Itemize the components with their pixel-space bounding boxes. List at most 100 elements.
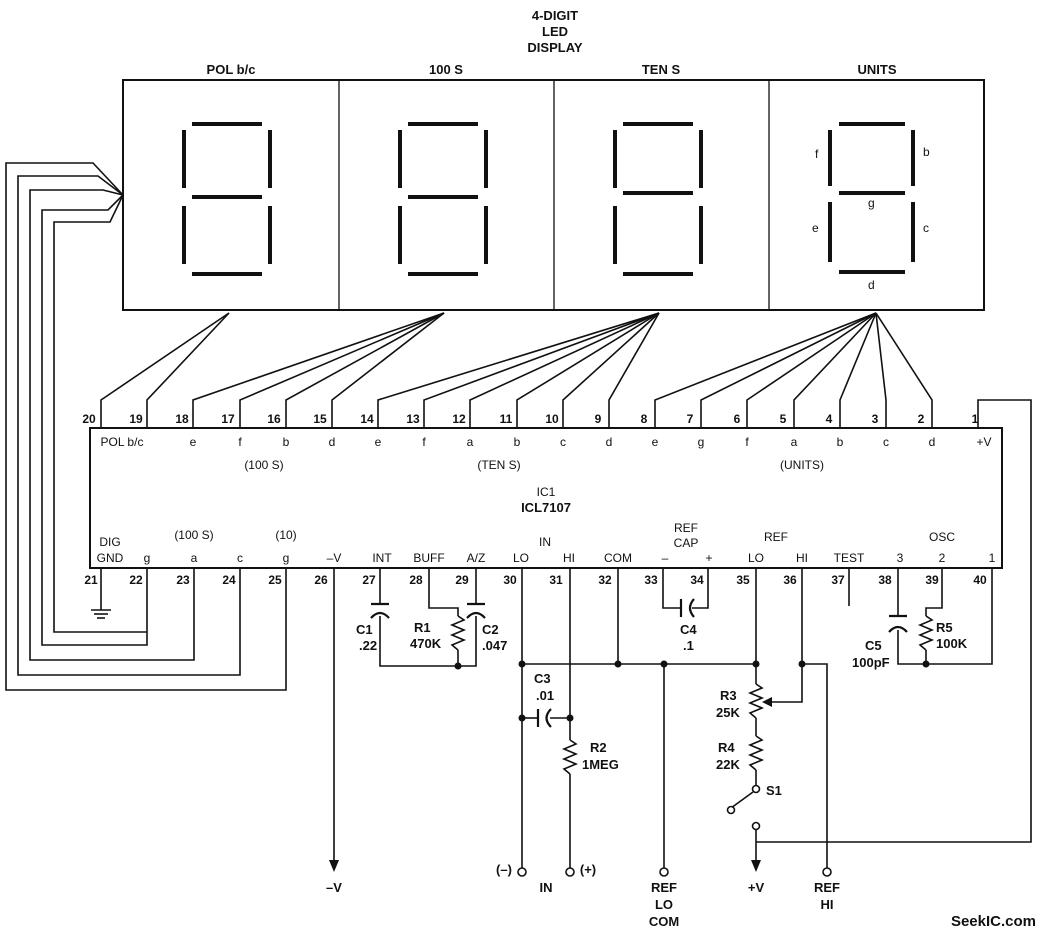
pin-number: 16 [267, 412, 281, 426]
ic-body [89, 427, 1003, 569]
pin-name: a [467, 435, 474, 449]
bottom-pin-names: DIG GND g a c g –V INT BUFF A/Z LO HI CO… [97, 535, 996, 565]
value-r3: 25K [716, 705, 740, 720]
pin-name: c [237, 551, 243, 565]
label-c4: C4 [680, 622, 697, 637]
digit-label-pol: POL b/c [207, 62, 256, 77]
pin-name: +V [976, 435, 991, 449]
pin-name: GND [97, 551, 124, 565]
pin-number: 32 [598, 573, 612, 587]
pin-name: b [837, 435, 844, 449]
group-label: (100 S) [174, 528, 213, 542]
pin-number: 10 [545, 412, 559, 426]
group-label: OSC [929, 530, 955, 544]
pin-name: c [883, 435, 889, 449]
pin-number: 40 [973, 573, 987, 587]
group-label: REF [764, 530, 788, 544]
pin-name: + [705, 551, 712, 565]
resistor-r5 [917, 615, 935, 651]
digit-label-hundreds: 100 S [429, 62, 463, 77]
pin-name: BUFF [413, 551, 444, 565]
pin-name: f [422, 435, 426, 449]
pin-number: 11 [500, 412, 513, 426]
left-side-wires [5, 162, 287, 691]
pin-number: 34 [690, 573, 704, 587]
pin-number: 27 [362, 573, 376, 587]
resistor-r1 [449, 615, 467, 651]
pin-number: 14 [360, 412, 374, 426]
display-bus-wires [100, 312, 1032, 843]
pin-number: 25 [268, 573, 282, 587]
pin-name: f [745, 435, 749, 449]
negative-v-arrow-icon [329, 860, 339, 872]
terminal-circles [517, 867, 832, 877]
ground-icon [91, 609, 111, 619]
capacitor-c1 [370, 602, 390, 619]
display-title-line-1: 4-DIGIT [532, 8, 578, 23]
value-c5: 100pF [852, 655, 890, 670]
pin-name: 3 [897, 551, 904, 565]
pin-number: 5 [780, 412, 787, 426]
terminal-in-minus: (–) [496, 862, 512, 877]
pin-name: a [191, 551, 198, 565]
terminal-pos-v: +V [748, 880, 765, 895]
label-r3: R3 [720, 688, 737, 703]
component-labels: C1 .22 R1 470K C2 .047 C3 .01 R2 1MEG C4… [356, 620, 968, 798]
capacitor-c5 [888, 614, 908, 633]
capacitor-c4 [679, 598, 695, 618]
pin-name: TEST [834, 551, 865, 565]
display-title-line-2: LED [542, 24, 568, 39]
segment-label-e: e [812, 221, 819, 235]
pin-name: LO [748, 551, 764, 565]
pin-number: 30 [503, 573, 517, 587]
pin-number: 38 [878, 573, 892, 587]
label-c2: C2 [482, 622, 499, 637]
group-label: (UNITS) [780, 458, 824, 472]
pin-number: 17 [221, 412, 235, 426]
pin-number: 39 [925, 573, 939, 587]
segment-label-b: b [923, 145, 930, 159]
terminal-labels: –V (–) (+) IN REF LO COM +V REF HI [326, 862, 840, 929]
segment-label-f: f [815, 147, 819, 161]
capacitor-c3 [536, 708, 552, 728]
group-label: REF [674, 521, 698, 535]
display-title-line-3: DISPLAY [527, 40, 582, 55]
pin-name: d [606, 435, 613, 449]
pin-name: DIG [99, 535, 120, 549]
terminal-ref-hi-1: REF [814, 880, 840, 895]
pin-number: 24 [222, 573, 236, 587]
pin-name: LO [513, 551, 529, 565]
pin-number: 37 [831, 573, 845, 587]
junction-dots [454, 660, 930, 722]
capacitor-c2 [466, 602, 486, 619]
digit-hundreds [398, 122, 488, 276]
pin-number: 26 [314, 573, 328, 587]
pin-number: 3 [872, 412, 879, 426]
terminal-ref-lo-com-1: REF [651, 880, 677, 895]
value-r4: 22K [716, 757, 740, 772]
pin-name: HI [563, 551, 575, 565]
pin-number: 2 [918, 412, 925, 426]
pin-name: – [662, 551, 669, 565]
pin-number: 33 [644, 573, 658, 587]
pin-number: 20 [82, 412, 96, 426]
segment-label-c: c [923, 221, 929, 235]
terminal-in-plus: (+) [580, 862, 596, 877]
ic-part: ICL7107 [521, 500, 571, 515]
pin-name: 1 [989, 551, 996, 565]
pin-number: 12 [452, 412, 466, 426]
pin-name: 2 [939, 551, 946, 565]
pin-number: 7 [687, 412, 694, 426]
pin-number: 9 [595, 412, 602, 426]
top-pin-numbers: 20 19 18 17 16 15 14 13 12 11 10 9 8 7 6… [82, 412, 978, 426]
group-label: (10) [275, 528, 296, 542]
label-r4: R4 [718, 740, 735, 755]
pin-number: 15 [313, 412, 327, 426]
pin-number: 22 [129, 573, 143, 587]
pin-name: A/Z [467, 551, 486, 565]
pin-name: e [190, 435, 197, 449]
pin-number: 1 [972, 412, 979, 426]
terminal-ref-lo-com-2: LO [655, 897, 673, 912]
display-title: 4-DIGIT LED DISPLAY [527, 8, 582, 55]
